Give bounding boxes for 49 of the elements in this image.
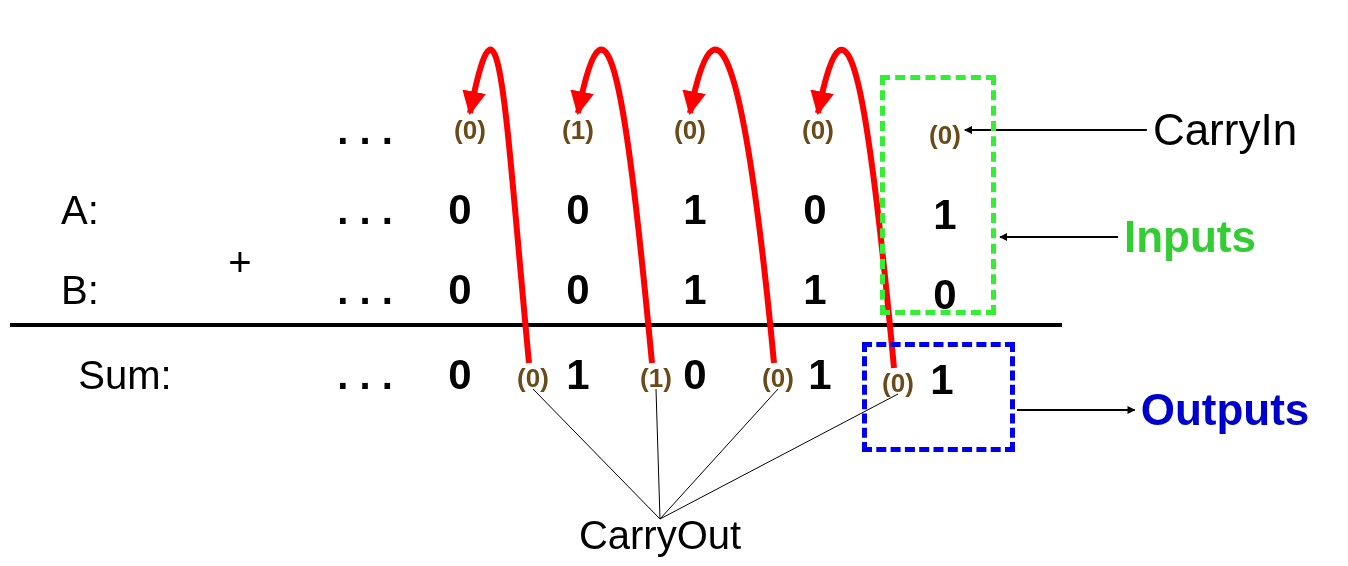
digit: 1 [803,269,827,311]
leader-line [532,388,661,520]
inputs-dashed-box [880,75,996,315]
carry-digit: (0) [762,365,794,391]
leader-line [659,393,899,520]
arrow [1016,406,1136,414]
digit: 1 [566,354,590,396]
carry-arrow [571,47,655,364]
digit: 0 [803,189,827,231]
inputs-label: Inputs [1124,215,1256,259]
digit: 0 [448,354,472,396]
carry-digit: (0) [517,365,549,391]
arrow [999,233,1119,241]
ellipsis: . . . [337,270,393,310]
row-label: B: [61,270,99,310]
carry-digit: (1) [640,365,672,391]
arrow [963,126,1148,134]
digit: 0 [933,274,957,316]
carry-digit: (0) [882,370,914,396]
digit: 1 [933,194,957,236]
carry-out-label: CarryOut [578,515,742,555]
digit: 1 [930,359,954,401]
carry-digit: (0) [674,117,706,143]
carry-digit: (0) [929,122,961,148]
row-label: + [228,242,252,282]
carry-arrow [811,47,897,369]
ellipsis: . . . [337,190,393,230]
digit: 0 [448,189,472,231]
carry-in-label: CarryIn [1152,108,1298,152]
digit: 0 [566,189,590,231]
leader-line [655,388,661,520]
digit: 0 [448,269,472,311]
carry-arrow [683,47,777,364]
carry-digit: (1) [562,117,594,143]
outputs-label: Outputs [1140,388,1310,432]
digit: 0 [683,354,707,396]
carry-digit: (0) [802,117,834,143]
row-label: Sum: [78,355,172,395]
leader-line [659,388,779,520]
outputs-dashed-box [862,342,1015,452]
digit: 1 [683,189,707,231]
digit: 1 [808,354,832,396]
row-label: A: [61,190,99,230]
digit: 1 [683,269,707,311]
ellipsis: . . . [337,355,393,395]
carry-arrow [462,48,532,364]
digit: 0 [566,269,590,311]
ellipsis: . . . [337,110,393,150]
carry-digit: (0) [454,117,486,143]
